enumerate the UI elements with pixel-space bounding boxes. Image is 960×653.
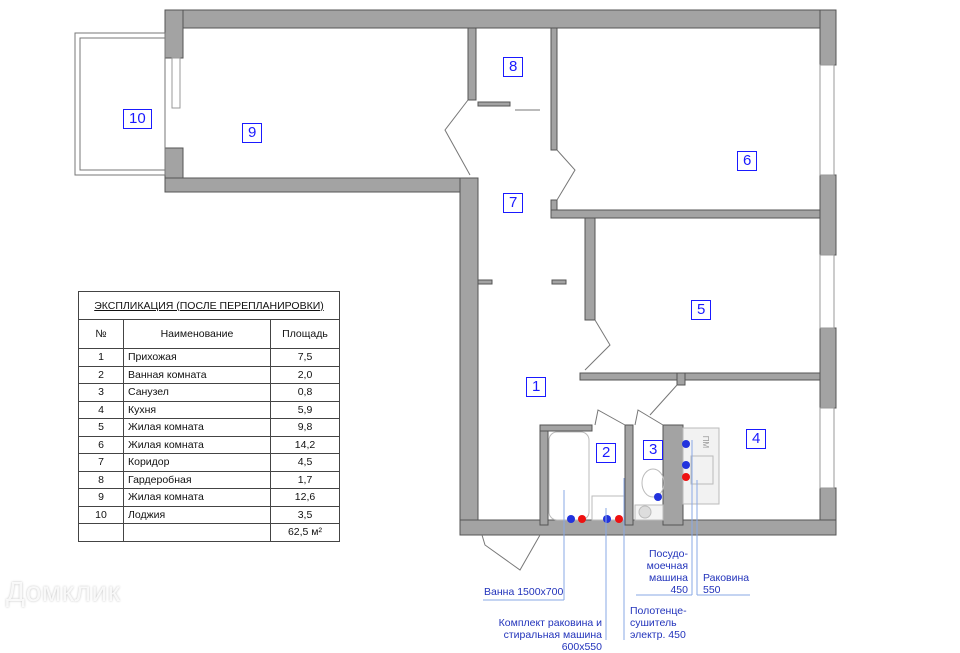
header-name: Наименование [123, 319, 271, 349]
room-label-5: 5 [691, 300, 712, 320]
row-area: 2,0 [270, 365, 340, 384]
row-num: 5 [78, 418, 124, 437]
note-line: электр. 450 [630, 629, 686, 641]
room-label-2: 2 [596, 443, 617, 463]
note-line: сушитель [630, 617, 677, 629]
total-empty-2 [123, 523, 271, 542]
row-num: 6 [78, 435, 124, 454]
row-area: 1,7 [270, 470, 340, 489]
room-label-7: 7 [503, 193, 524, 213]
row-area: 7,5 [270, 348, 340, 367]
note-line: Полотенце- [630, 605, 687, 617]
fixtures [548, 427, 720, 521]
note-line: машина [649, 572, 688, 584]
row-num: 9 [78, 488, 124, 507]
note-line: Раковина [703, 572, 750, 584]
note-line: Комплект раковина и [498, 617, 602, 629]
row-num: 8 [78, 470, 124, 489]
note-sink-washer: Комплект раковина и стиральная машина 60… [472, 617, 602, 653]
header-area: Площадь [270, 319, 340, 349]
row-area: 9,8 [270, 418, 340, 437]
row-area: 0,8 [270, 383, 340, 402]
row-name: Прихожая [123, 348, 271, 367]
leader-lines [483, 440, 750, 640]
total-area: 62,5 м² [270, 523, 340, 542]
room-label-1: 1 [526, 377, 547, 397]
row-num: 4 [78, 400, 124, 419]
row-area: 5,9 [270, 400, 340, 419]
note-dishwasher: Посудо- моечная машина 450 [636, 548, 688, 596]
doors [444, 99, 678, 571]
row-name: Гардеробная [123, 470, 271, 489]
row-name: Лоджия [123, 505, 271, 524]
total-empty-1 [78, 523, 124, 542]
note-towel-dryer: Полотенце- сушитель электр. 450 [630, 605, 687, 641]
row-name: Жилая комната [123, 488, 271, 507]
row-area: 4,5 [270, 453, 340, 472]
windows [171, 57, 835, 489]
note-line: стиральная машина 600х550 [503, 629, 602, 653]
row-num: 3 [78, 383, 124, 402]
loggia [74, 32, 166, 176]
row-name: Санузел [123, 383, 271, 402]
row-num: 1 [78, 348, 124, 367]
room-label-9: 9 [242, 123, 263, 143]
row-name: Жилая комната [123, 435, 271, 454]
watermark: Домклик [6, 576, 121, 607]
room-label-4: 4 [746, 429, 767, 449]
note-line: 450 [670, 584, 688, 596]
note-kitchen-sink: Раковина 550 [703, 572, 749, 596]
explication-table: ЭКСПЛИКАЦИЯ (ПОСЛЕ ПЕРЕПЛАНИРОВКИ) № Наи… [78, 291, 340, 542]
row-name: Ванная комната [123, 365, 271, 384]
note-line: 550 [703, 584, 721, 596]
row-num: 2 [78, 365, 124, 384]
note-line: моечная [646, 560, 688, 572]
room-label-8: 8 [503, 57, 524, 77]
row-num: 10 [78, 505, 124, 524]
row-name: Кухня [123, 400, 271, 419]
note-bath: Ванна 1500х700 [484, 586, 564, 598]
explication-title: ЭКСПЛИКАЦИЯ (ПОСЛЕ ПЕРЕПЛАНИРОВКИ) [78, 291, 340, 320]
pipes [567, 440, 690, 523]
room-label-3: 3 [643, 440, 664, 460]
header-num: № [78, 319, 124, 349]
row-num: 7 [78, 453, 124, 472]
row-name: Жилая комната [123, 418, 271, 437]
row-area: 3,5 [270, 505, 340, 524]
row-name: Коридор [123, 453, 271, 472]
room-label-6: 6 [737, 151, 758, 171]
note-line: Посудо- [648, 548, 688, 560]
room-label-10: 10 [123, 109, 152, 129]
dishwasher-mark: ПМ [701, 435, 711, 449]
row-area: 12,6 [270, 488, 340, 507]
walls [164, 9, 837, 536]
row-area: 14,2 [270, 435, 340, 454]
